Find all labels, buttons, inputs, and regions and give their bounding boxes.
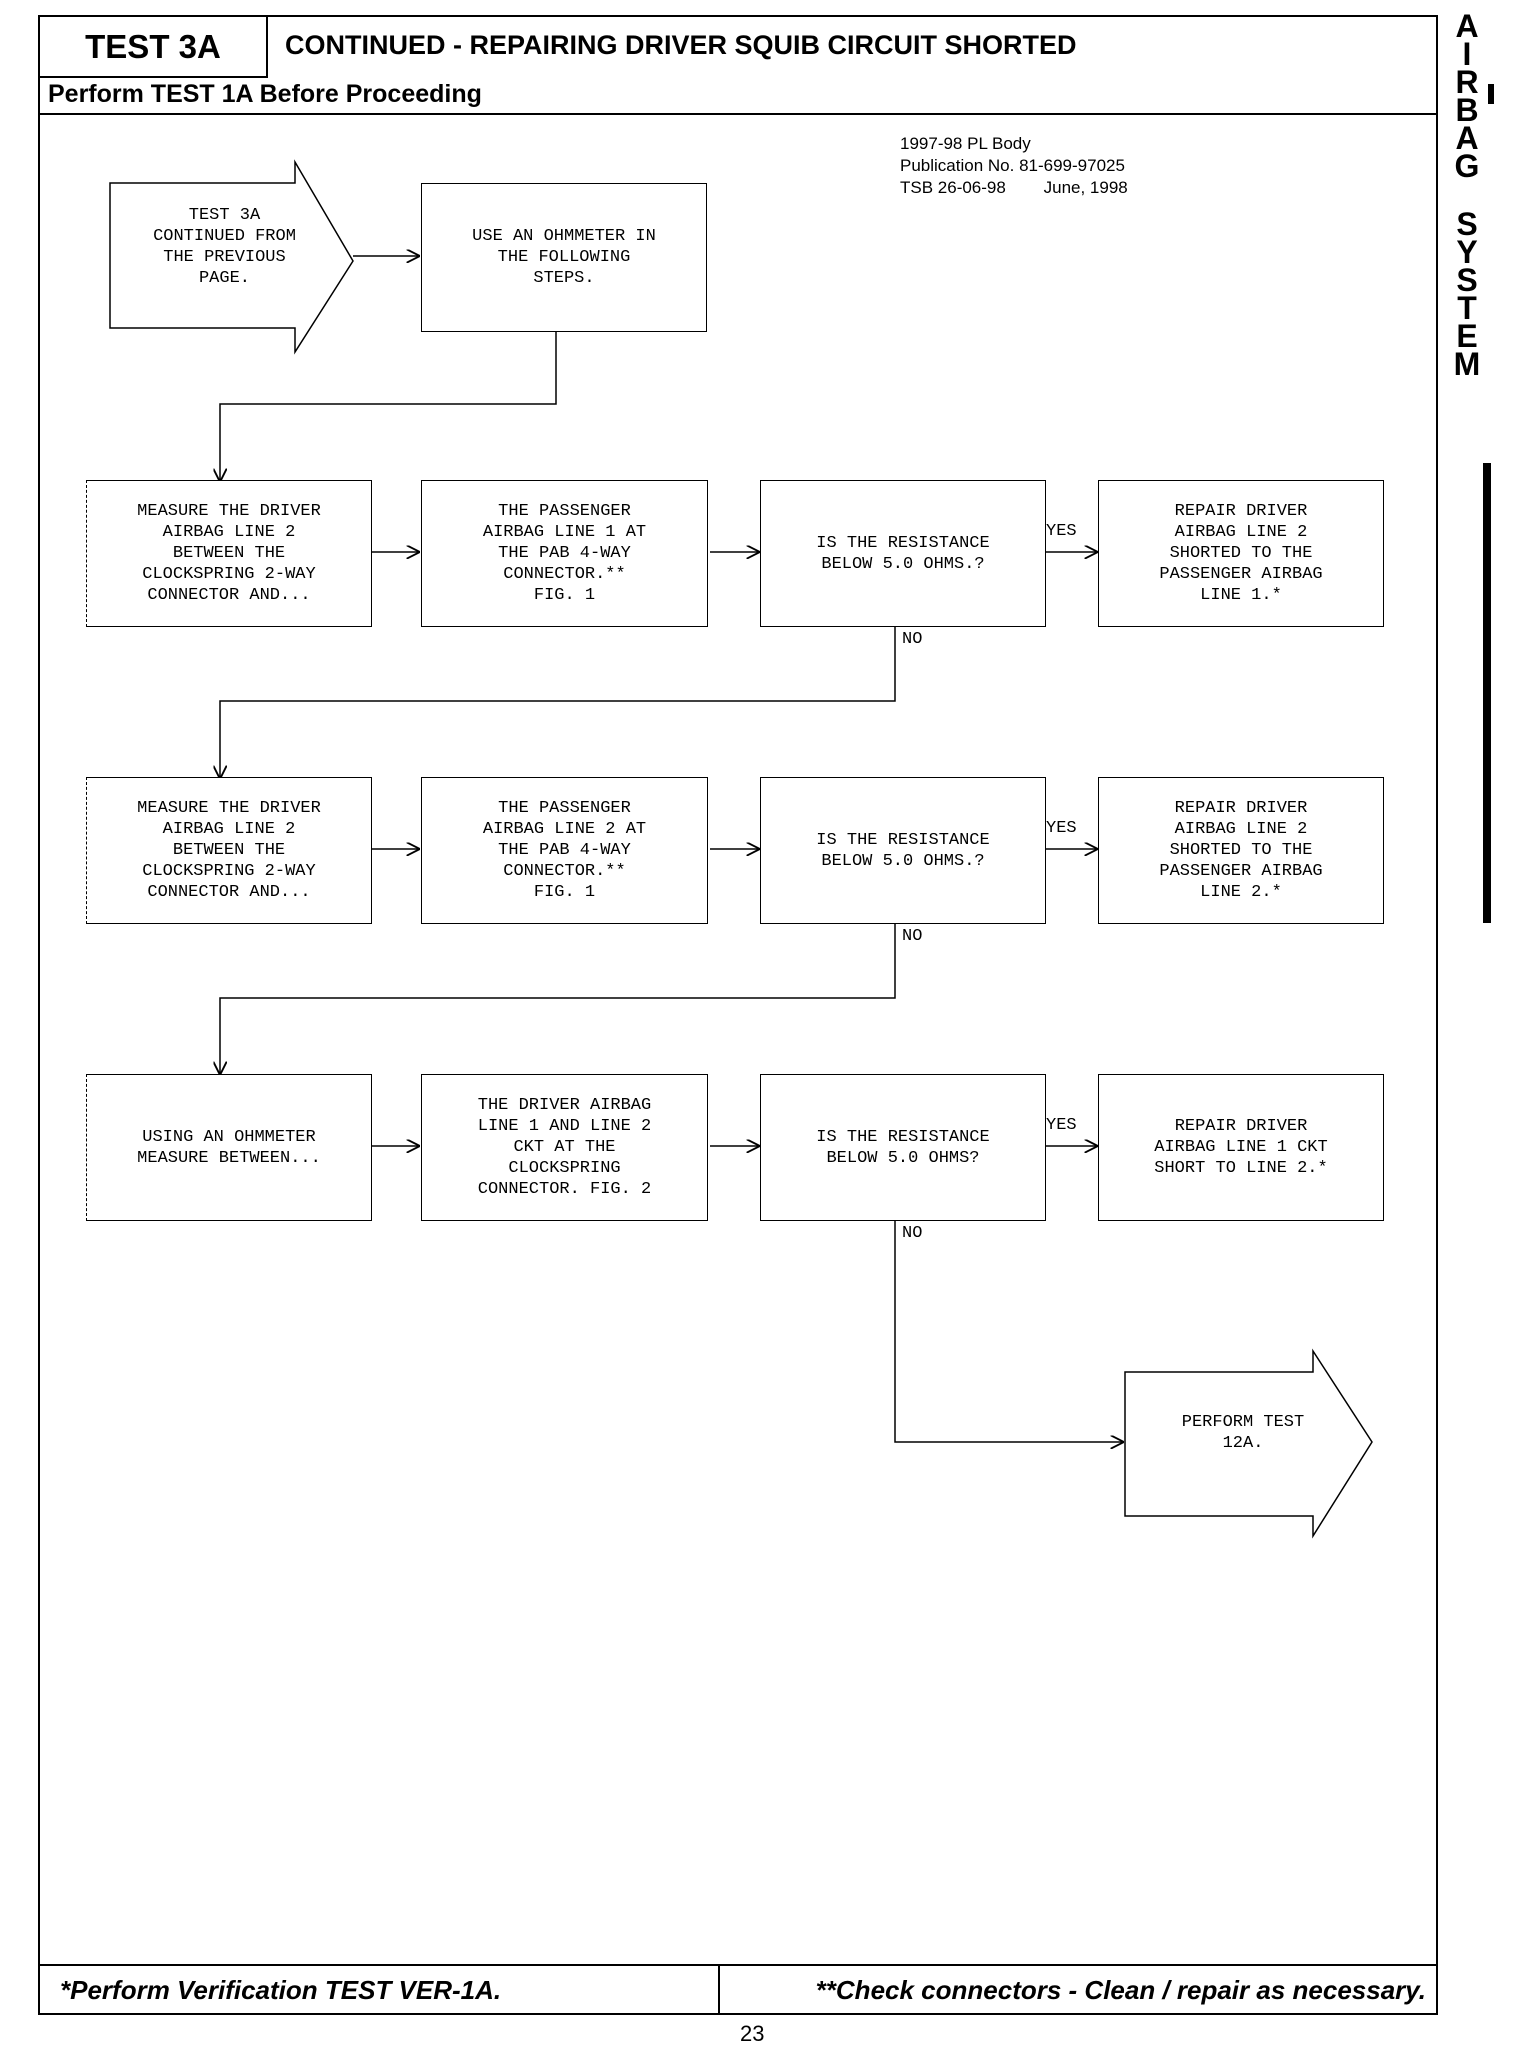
start-node: TEST 3A CONTINUED FROM THE PREVIOUS PAGE… — [153, 206, 296, 288]
page-number: 23 — [740, 2021, 765, 2046]
end-node: PERFORM TEST 12A. — [1181, 1413, 1305, 1453]
measure-step-1: MEASURE THE DRIVER AIRBAG LINE 2 BETWEEN… — [86, 480, 372, 627]
ohmmeter-step: USE AN OHMMETER IN THE FOLLOWING STEPS. — [421, 183, 707, 332]
start-arrow-shape — [109, 159, 354, 355]
publication-line-2: Publication No. 81-699-97025 — [900, 156, 1125, 175]
footer-divider — [40, 1964, 1436, 1966]
side-tab-letter: B — [1455, 92, 1479, 128]
target-step-2: THE PASSENGER AIRBAG LINE 2 AT THE PAB 4… — [421, 777, 708, 924]
repair-step-1: REPAIR DRIVER AIRBAG LINE 2 SHORTED TO T… — [1098, 480, 1384, 627]
side-tab: A I R B A G S Y S T E M — [1447, 8, 1487, 382]
side-tab-letter: S — [1456, 206, 1478, 242]
side-tab-letter: Y — [1456, 234, 1478, 270]
side-tab-letter: E — [1456, 318, 1478, 354]
side-tab-letter: G — [1454, 148, 1480, 184]
publication-line-1: 1997-98 PL Body — [900, 134, 1031, 153]
target-step-3: THE DRIVER AIRBAG LINE 1 AND LINE 2 CKT … — [421, 1074, 708, 1221]
decision-3: IS THE RESISTANCE BELOW 5.0 OHMS? — [760, 1074, 1046, 1221]
test-id: TEST 3A — [40, 17, 268, 78]
no-label-2: NO — [902, 927, 923, 946]
end-arrow-shape — [1124, 1348, 1373, 1539]
header-divider — [40, 113, 1436, 115]
footer-note-verification: *Perform Verification TEST VER-1A. — [60, 1975, 502, 2005]
side-tab-letter: A — [1455, 120, 1479, 156]
yes-label-1: YES — [1046, 522, 1077, 541]
measure-step-3: USING AN OHMMETER MEASURE BETWEEN... — [86, 1074, 372, 1221]
side-tab-letter: T — [1457, 290, 1477, 326]
repair-step-2: REPAIR DRIVER AIRBAG LINE 2 SHORTED TO T… — [1098, 777, 1384, 924]
publication-line-3: TSB 26-06-98 June, 1998 — [900, 178, 1128, 197]
footer-column-divider — [718, 1964, 720, 2013]
repair-step-3: REPAIR DRIVER AIRBAG LINE 1 CKT SHORT TO… — [1098, 1074, 1384, 1221]
measure-step-2: MEASURE THE DRIVER AIRBAG LINE 2 BETWEEN… — [86, 777, 372, 924]
side-tab-letter: I — [1462, 36, 1472, 72]
side-tab-letter: R — [1455, 64, 1479, 100]
revision-bar — [1483, 463, 1491, 923]
side-tab-letter: M — [1453, 346, 1481, 382]
revision-mark — [1488, 84, 1494, 104]
page-frame — [38, 15, 1438, 2015]
decision-2: IS THE RESISTANCE BELOW 5.0 OHMS.? — [760, 777, 1046, 924]
page-title: CONTINUED - REPAIRING DRIVER SQUIB CIRCU… — [285, 30, 1077, 60]
yes-label-3: YES — [1046, 1116, 1077, 1135]
side-tab-letter: A — [1455, 8, 1479, 44]
target-step-1: THE PASSENGER AIRBAG LINE 1 AT THE PAB 4… — [421, 480, 708, 627]
no-label-1: NO — [902, 630, 923, 649]
no-label-3: NO — [902, 1224, 923, 1243]
yes-label-2: YES — [1046, 819, 1077, 838]
side-tab-letter: S — [1456, 262, 1478, 298]
page-subtitle: Perform TEST 1A Before Proceeding — [48, 80, 482, 108]
decision-1: IS THE RESISTANCE BELOW 5.0 OHMS.? — [760, 480, 1046, 627]
footer-note-connectors: **Check connectors - Clean / repair as n… — [815, 1975, 1426, 2005]
